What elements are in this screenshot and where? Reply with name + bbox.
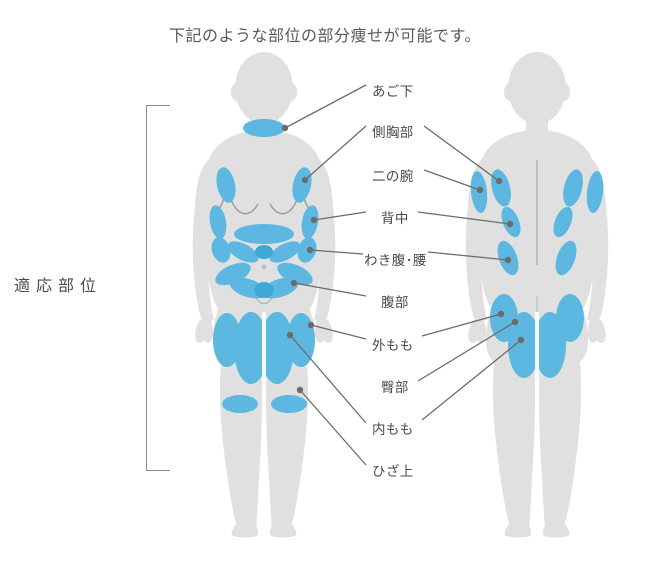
label-upper-arm: 二の腕: [372, 169, 414, 184]
leader-chin: [284, 84, 367, 129]
zone-side-chest-left: [216, 167, 236, 203]
section-bracket: [146, 105, 170, 471]
leader-back-front: [313, 211, 367, 221]
zone-back-mid-right: [553, 206, 573, 238]
back-body-figure: [465, 52, 609, 538]
label-flank-waist: わき腹･腰: [364, 253, 427, 268]
zone-waist-left: [211, 237, 231, 263]
zone-flank-right: [301, 205, 319, 239]
zone-back-inner-thigh-right: [534, 312, 566, 378]
leader-side-chest-front: [304, 125, 367, 181]
zone-side-chest-right: [292, 167, 312, 203]
zone-back-upper-right: [563, 169, 583, 207]
front-body-figure: [192, 52, 336, 538]
label-above-knee: ひざ上: [372, 464, 414, 479]
section-label-applicable-areas: 適応部位: [14, 278, 103, 295]
zone-outer-thigh-right: [287, 313, 315, 367]
label-abdomen: 腹部: [381, 295, 409, 310]
leader-flank-back: [427, 251, 509, 261]
label-chin: あご下: [372, 84, 414, 99]
back-treatment-zones: [470, 169, 604, 382]
leader-abdomen: [293, 282, 367, 297]
leader-flank-front: [309, 249, 364, 255]
zone-inner-thigh-right: [260, 312, 294, 384]
label-side-chest: 側胸部: [372, 125, 414, 140]
leader-above-knee: [299, 389, 367, 466]
leader-dots: [281, 124, 525, 394]
leader-lines: [284, 84, 522, 466]
leader-outer-thigh-back: [421, 313, 502, 337]
zone-upper-arm-right: [586, 171, 604, 213]
page-title: 下記のような部位の部分痩せが可能です。: [169, 28, 481, 45]
zone-abdomen: [215, 241, 313, 299]
zone-back-inner-thigh-left: [508, 312, 540, 378]
leader-inner-thigh-front: [289, 334, 367, 424]
zone-chin: [243, 119, 285, 137]
front-treatment-zones: [209, 119, 319, 413]
zone-abdomen-upper: [234, 224, 294, 244]
label-buttocks: 臀部: [381, 380, 409, 395]
zone-flank-left: [209, 205, 227, 239]
leader-inner-thigh-back: [421, 339, 522, 421]
leader-back-back: [417, 211, 511, 225]
label-outer-thigh: 外もも: [372, 338, 414, 353]
zone-outer-thigh-left: [213, 313, 241, 367]
leader-side-chest-back: [423, 125, 500, 182]
zone-above-knee-left: [222, 395, 258, 413]
leader-upper-arm: [423, 169, 481, 191]
leader-outer-thigh-front: [310, 324, 367, 340]
zone-waist-back-right: [555, 240, 577, 276]
leader-buttocks: [417, 321, 516, 382]
zone-above-knee-right: [271, 395, 307, 413]
label-back: 背中: [381, 211, 409, 226]
label-inner-thigh: 内もも: [372, 422, 414, 437]
zone-inner-thigh-left: [234, 312, 268, 384]
